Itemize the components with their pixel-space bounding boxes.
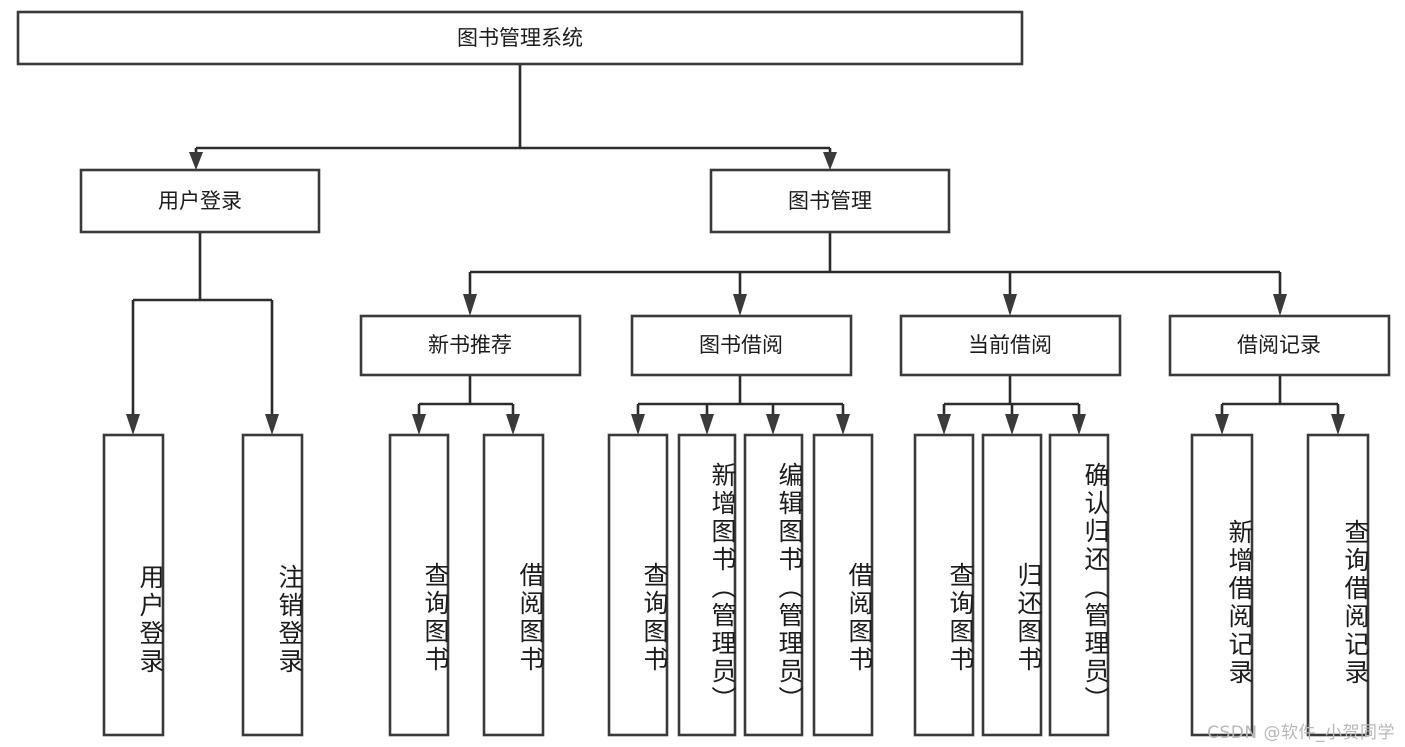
node-box-leaf-borrow-book-1[interactable] bbox=[482, 433, 545, 737]
node-box-leaf-query-book-1[interactable] bbox=[388, 433, 450, 737]
node-box-user-login[interactable] bbox=[79, 168, 321, 234]
node-layer: 图书管理系统 用户登录 图书管理 新书推荐 图书借阅 当前借阅 借阅记录 bbox=[16, 10, 1391, 737]
node-box-leaf-add-book[interactable] bbox=[677, 433, 737, 737]
arrowhead-leaf-logout bbox=[265, 414, 279, 435]
node-box-book-borrow[interactable] bbox=[630, 314, 853, 377]
arrowhead-leaf-return-book bbox=[1005, 414, 1019, 435]
node-box-leaf-add-record[interactable] bbox=[1190, 433, 1254, 737]
node-box-root[interactable] bbox=[16, 10, 1024, 66]
arrowhead-leaf-edit-book bbox=[766, 414, 780, 435]
node-label-book-borrow: 图书借阅 bbox=[699, 333, 783, 357]
arrowhead-leaf-query-book-2 bbox=[631, 414, 645, 435]
arrowhead-book-borrow bbox=[733, 294, 747, 316]
node-box-borrow-record[interactable] bbox=[1168, 314, 1391, 377]
node-label-root: 图书管理系统 bbox=[457, 26, 583, 50]
arrowhead-leaf-user-login bbox=[126, 414, 140, 435]
arrowhead-leaf-borrow-book-2 bbox=[836, 414, 850, 435]
arrowhead-leaf-query-book-3 bbox=[937, 414, 951, 435]
node-label-borrow-record: 借阅记录 bbox=[1237, 333, 1321, 357]
node-box-book-management[interactable] bbox=[709, 168, 951, 234]
node-box-leaf-return-book[interactable] bbox=[981, 433, 1043, 737]
arrowhead-leaf-query-record bbox=[1331, 414, 1345, 435]
arrowhead-book-management bbox=[823, 152, 837, 170]
node-label-current-borrow: 当前借阅 bbox=[968, 333, 1052, 357]
arrowhead-leaf-borrow-book-1 bbox=[506, 414, 520, 435]
arrowhead-user-login bbox=[189, 152, 203, 170]
node-box-leaf-query-record[interactable] bbox=[1306, 433, 1370, 737]
node-box-leaf-borrow-book-2[interactable] bbox=[812, 433, 874, 737]
node-box-leaf-logout[interactable] bbox=[241, 433, 304, 737]
arrowhead-leaf-confirm-return bbox=[1072, 414, 1086, 435]
node-label-book-management: 图书管理 bbox=[788, 189, 872, 213]
arrowhead-new-book-recommend bbox=[463, 294, 477, 316]
node-box-leaf-query-book-2[interactable] bbox=[607, 433, 669, 737]
arrowhead-leaf-add-book bbox=[700, 414, 714, 435]
connector-layer bbox=[126, 64, 1345, 435]
node-label-user-login: 用户登录 bbox=[158, 189, 242, 213]
node-box-leaf-query-book-3[interactable] bbox=[913, 433, 975, 737]
arrowhead-current-borrow bbox=[1003, 294, 1017, 316]
node-box-leaf-user-login[interactable] bbox=[102, 433, 165, 737]
csdn-watermark: CSDN @软件_小贺同学 bbox=[1207, 723, 1395, 743]
node-label-new-book-recommend: 新书推荐 bbox=[428, 333, 512, 357]
node-box-leaf-confirm-return[interactable] bbox=[1048, 433, 1110, 737]
node-box-leaf-edit-book[interactable] bbox=[743, 433, 804, 737]
node-box-current-borrow[interactable] bbox=[899, 314, 1122, 377]
node-box-new-book-recommend[interactable] bbox=[359, 314, 582, 377]
arrowhead-leaf-add-record bbox=[1215, 414, 1229, 435]
arrowhead-borrow-record bbox=[1273, 294, 1287, 316]
arrowhead-leaf-query-book-1 bbox=[412, 414, 426, 435]
